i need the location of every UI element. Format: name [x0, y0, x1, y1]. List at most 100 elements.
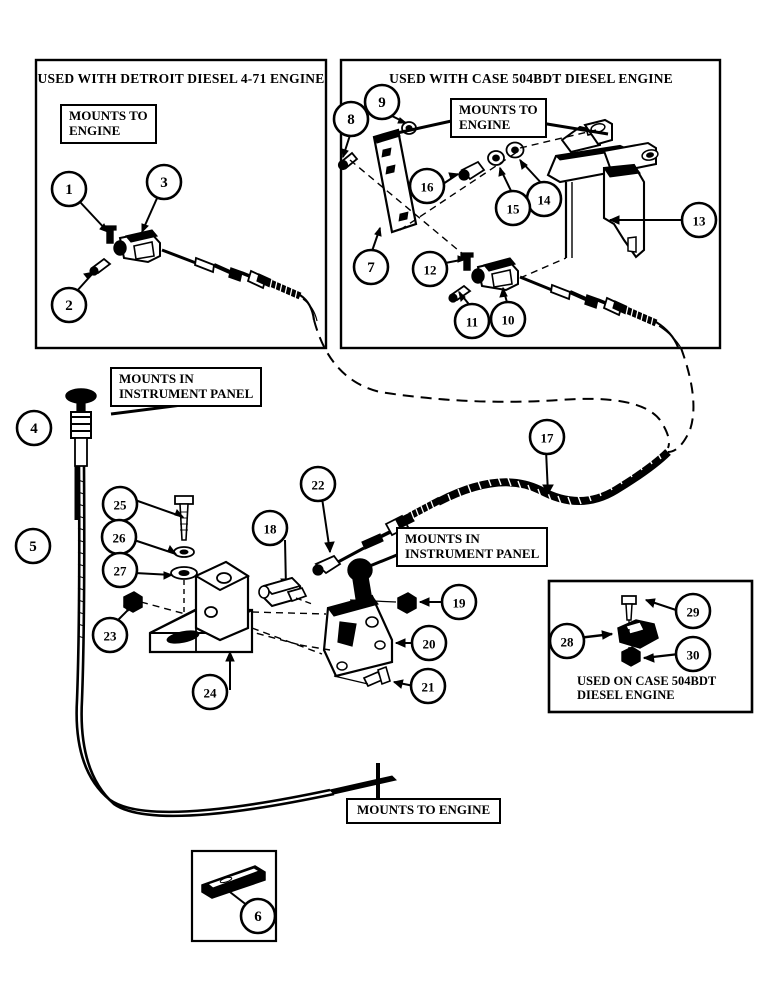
callout-19: 19 [440, 583, 478, 621]
callout-circle [489, 300, 527, 338]
callout-circle [363, 83, 401, 121]
case504-leaders [341, 113, 686, 309]
callout-9: 9 [363, 83, 401, 121]
callout-circle [409, 667, 447, 705]
label-line1: MOUNTS TO [459, 102, 538, 117]
lever-assembly-art [251, 558, 417, 688]
callout-26: 26 [100, 518, 138, 556]
callout-30: 30 [674, 635, 712, 673]
callout-number: 19 [453, 596, 467, 611]
callout-number: 30 [687, 648, 700, 663]
callout-circle [410, 624, 448, 662]
detroit-assembly-art [89, 225, 318, 322]
callout-6: 6 [239, 897, 277, 935]
cable-22-art [312, 449, 671, 576]
callout-number: 13 [693, 214, 707, 229]
callout-8: 8 [332, 100, 370, 138]
panel-title-detroit: USED WITH DETROIT DIESEL 4-71 ENGINE [38, 71, 325, 86]
callout-2: 2 [50, 286, 88, 324]
callout-number: 22 [312, 478, 325, 493]
callout-7: 7 [352, 248, 390, 286]
label-mounts-to-engine-bottom: MOUNTS TO ENGINE [346, 798, 502, 824]
callout-circle [299, 465, 337, 503]
callout-16: 16 [408, 167, 446, 205]
panel-detroit-frame [34, 58, 328, 350]
callout-17: 17 [528, 418, 566, 456]
panel-title-case504: USED WITH CASE 504BDT DIESEL ENGINE [389, 71, 673, 86]
callout-number: 9 [378, 95, 386, 111]
case504-assembly-art [337, 118, 682, 349]
callout-number: 23 [104, 629, 118, 644]
control-knob-assembly [65, 388, 397, 818]
callout-number: 11 [466, 315, 478, 330]
label-line1: MOUNTS IN [405, 531, 480, 546]
inset-caption: USED ON CASE 504BDT DIESEL ENGINE [577, 674, 716, 702]
callout-circle [251, 509, 289, 547]
callout-number: 24 [204, 686, 218, 701]
callout-13: 13 [680, 201, 718, 239]
callout-1: 1 [50, 170, 88, 208]
callout-circle [50, 170, 88, 208]
detroit-leaders [75, 195, 159, 293]
callout-circle [352, 248, 390, 286]
callout-circle [528, 418, 566, 456]
hardware-stack-art [123, 495, 301, 690]
callout-number: 18 [264, 522, 278, 537]
callout-12: 12 [411, 250, 449, 288]
callout-number: 21 [422, 680, 435, 695]
panel-case504-frame [339, 58, 722, 350]
label-mounts-to-engine-left: MOUNTS TO ENGINE [60, 104, 157, 145]
callout-number: 16 [421, 180, 435, 195]
callout-number: 29 [687, 605, 701, 620]
inset-case504-frame [547, 579, 754, 714]
item6-art [201, 865, 266, 907]
inset-caption-line1: USED ON CASE 504BDT [577, 674, 717, 688]
callout-number: 2 [65, 298, 73, 314]
label-mounts-in-panel-lower: MOUNTS IN INSTRUMENT PANEL [396, 527, 549, 568]
callout-number: 1 [65, 182, 73, 198]
callout-25: 25 [101, 485, 139, 523]
callout-18: 18 [251, 509, 289, 547]
callout-29: 29 [674, 592, 712, 630]
label-mounts-to-engine-right: MOUNTS TO ENGINE [450, 98, 547, 139]
callout-number: 15 [507, 202, 521, 217]
callout-circle [674, 635, 712, 673]
callout-number: 5 [29, 539, 37, 555]
callout-23: 23 [91, 616, 129, 654]
callout-circle [332, 100, 370, 138]
callout-circle [453, 302, 491, 340]
callout-5: 5 [14, 527, 52, 565]
callout-number: 6 [254, 909, 262, 925]
callout-number: 3 [160, 175, 168, 191]
callout-number: 4 [30, 421, 38, 437]
callout-number: 10 [502, 313, 515, 328]
callout-circle [548, 622, 586, 660]
label-line2: ENGINE [69, 122, 121, 138]
inset-caption-line2: DIESEL ENGINE [577, 688, 675, 702]
callout-number: 20 [423, 637, 436, 652]
callout-circle [14, 527, 52, 565]
callout-number: 27 [114, 564, 128, 579]
fitting-18-art [258, 576, 313, 608]
label-line1: MOUNTS TO [69, 108, 148, 123]
callout-circle [145, 163, 183, 201]
callout-circle [101, 551, 139, 589]
callout-circle [411, 250, 449, 288]
callout-number: 25 [114, 498, 128, 513]
callout-number: 28 [561, 635, 575, 650]
cable-route-dashed [313, 319, 695, 453]
label-line2: INSTRUMENT PANEL [119, 385, 254, 401]
label-line2: ENGINE [459, 116, 511, 132]
callout-circle [440, 583, 478, 621]
label-line1: MOUNTS TO ENGINE [357, 802, 491, 817]
callout-circle [50, 286, 88, 324]
callout-circle [494, 189, 532, 227]
callout-circle [191, 673, 229, 711]
callout-circle [680, 201, 718, 239]
callout-22: 22 [299, 465, 337, 503]
callout-circle [408, 167, 446, 205]
label-line2: INSTRUMENT PANEL [405, 545, 540, 561]
callout-4: 4 [15, 409, 53, 447]
